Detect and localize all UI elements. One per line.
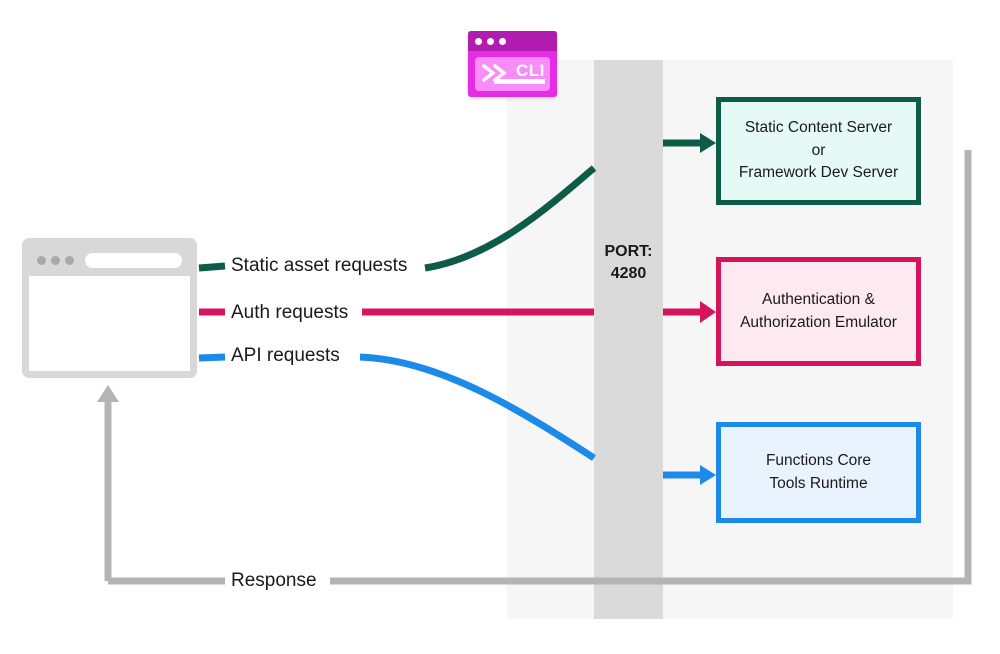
cli-dot-3 [499, 37, 506, 45]
label-response: Response [231, 570, 317, 591]
chevron-double-right-icon [482, 63, 507, 83]
cli-prompt-underline [494, 79, 545, 84]
legend-stub-api [198, 353, 226, 362]
service-static-line3: Framework Dev Server [738, 164, 899, 182]
browser-dot-1 [37, 256, 46, 265]
service-func-line1: Functions Core [765, 452, 872, 470]
service-box-static-content-server: Static Content Server or Framework Dev S… [716, 97, 921, 205]
label-static-asset-requests: Static asset requests [231, 255, 408, 276]
label-api-requests: API requests [231, 345, 340, 366]
flow-response-arrowhead [97, 385, 119, 402]
service-static-line2: or [811, 141, 826, 159]
cli-dot-1 [475, 37, 482, 45]
legend-stub-static [198, 262, 226, 272]
port-band-background [594, 60, 663, 619]
flow-static-asset-arrowhead [700, 133, 716, 153]
service-static-line1: Static Content Server [744, 119, 893, 137]
service-box-functions-runtime: Functions Core Tools Runtime [716, 422, 921, 523]
cli-terminal-icon: CLI [468, 31, 557, 97]
flow-auth-arrowhead [700, 301, 716, 323]
port-label-line1: PORT: [604, 243, 653, 260]
service-auth-line2: Authorization Emulator [740, 313, 897, 331]
browser-dot-3 [65, 256, 74, 265]
service-auth-line1: Authentication & [762, 291, 875, 309]
service-func-line2: Tools Runtime [769, 474, 868, 492]
flow-api-curve [359, 353, 596, 461]
cli-dot-2 [487, 37, 494, 45]
flow-static-asset-curve [424, 165, 597, 272]
cli-screen: CLI [475, 57, 550, 91]
browser-dot-2 [51, 256, 60, 265]
service-box-auth-emulator: Authentication & Authorization Emulator [716, 257, 921, 366]
port-label: PORT: 4280 [594, 241, 663, 284]
browser-url-bar[interactable] [85, 253, 182, 268]
browser-titlebar [29, 245, 190, 276]
label-auth-requests: Auth requests [231, 302, 349, 323]
browser-window[interactable] [22, 238, 197, 378]
flow-response-return-path [330, 150, 972, 585]
cli-titlebar [468, 31, 557, 51]
flow-api-arrowhead [700, 465, 716, 485]
cli-label: CLI [516, 61, 545, 80]
port-label-line2: 4280 [610, 264, 647, 282]
